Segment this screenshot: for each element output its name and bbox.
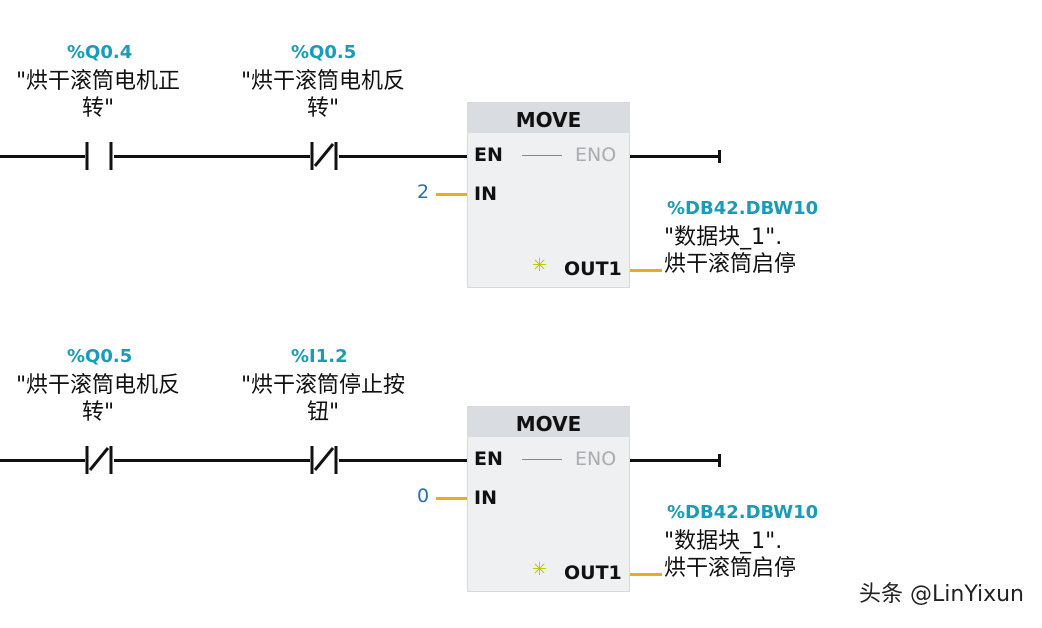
tag-line: 烘干滚筒启停: [664, 252, 797, 277]
contact-address: %I1.2: [291, 346, 348, 367]
move-block[interactable]: MOVE EN ENO IN ✳ OUT1: [467, 102, 630, 288]
contact-tag: "烘干滚筒电机正 转": [8, 68, 188, 122]
rung-wire: [339, 155, 467, 158]
rung-wire: [0, 459, 85, 462]
contact-1-1[interactable]: [84, 142, 114, 174]
in-wire: [436, 193, 467, 196]
rung-wire: [339, 459, 467, 462]
output-tag: "数据块_1". 烘干滚筒启停: [664, 224, 796, 278]
contact-address: %Q0.4: [67, 42, 133, 63]
pin-out: OUT1: [564, 258, 622, 280]
tag-line: 转": [81, 96, 115, 121]
in-wire: [436, 497, 467, 500]
tag-line: "数据块_1".: [664, 529, 783, 554]
eno-wire: [630, 155, 720, 158]
move-block[interactable]: MOVE EN ENO IN ✳ OUT1: [467, 406, 630, 592]
pin-eno: ENO: [575, 144, 617, 166]
en-eno-link: [522, 155, 562, 156]
tag-line: 钮": [306, 400, 340, 425]
tag-line: "烘干滚筒电机反: [15, 373, 181, 398]
contact-address: %Q0.5: [291, 42, 357, 63]
out-wire: [630, 573, 662, 576]
rung-wire: [114, 459, 310, 462]
pin-en: EN: [474, 144, 503, 166]
eno-wire: [630, 459, 720, 462]
contact-tag: "烘干滚筒电机反 转": [8, 372, 188, 426]
output-tag: "数据块_1". 烘干滚筒启停: [664, 528, 796, 582]
star-icon: ✳: [532, 255, 548, 276]
contact-tag: "烘干滚筒电机反 转": [233, 68, 413, 122]
rung-wire: [0, 155, 85, 158]
block-title: MOVE: [468, 407, 629, 437]
pin-in: IN: [474, 183, 497, 205]
tag-line: "数据块_1".: [664, 225, 783, 250]
out-wire: [630, 269, 662, 272]
pin-en: EN: [474, 448, 503, 470]
contact-tag: "烘干滚筒停止按 钮": [233, 372, 413, 426]
contact-address: %Q0.5: [67, 346, 133, 367]
output-address: %DB42.DBW10: [667, 198, 819, 219]
tag-line: "烘干滚筒电机反: [240, 69, 406, 94]
pin-out: OUT1: [564, 562, 622, 584]
contact-2-1[interactable]: [84, 446, 114, 478]
tag-line: 转": [306, 96, 340, 121]
rung-wire: [114, 155, 310, 158]
block-title: MOVE: [468, 103, 629, 133]
watermark: 头条 @LinYixun: [859, 582, 1024, 607]
contact-1-2[interactable]: [309, 142, 339, 174]
tag-line: 转": [81, 400, 115, 425]
in-value[interactable]: 0: [417, 485, 430, 507]
in-value[interactable]: 2: [417, 181, 430, 203]
tag-line: 烘干滚筒启停: [664, 556, 797, 581]
output-address: %DB42.DBW10: [667, 502, 819, 523]
tag-line: "烘干滚筒电机正: [15, 69, 181, 94]
star-icon: ✳: [532, 559, 548, 580]
tag-line: "烘干滚筒停止按: [240, 373, 406, 398]
pin-in: IN: [474, 487, 497, 509]
rung-end: [718, 150, 721, 163]
contact-2-2[interactable]: [309, 446, 339, 478]
en-eno-link: [522, 459, 562, 460]
rung-end: [718, 454, 721, 467]
pin-eno: ENO: [575, 448, 617, 470]
